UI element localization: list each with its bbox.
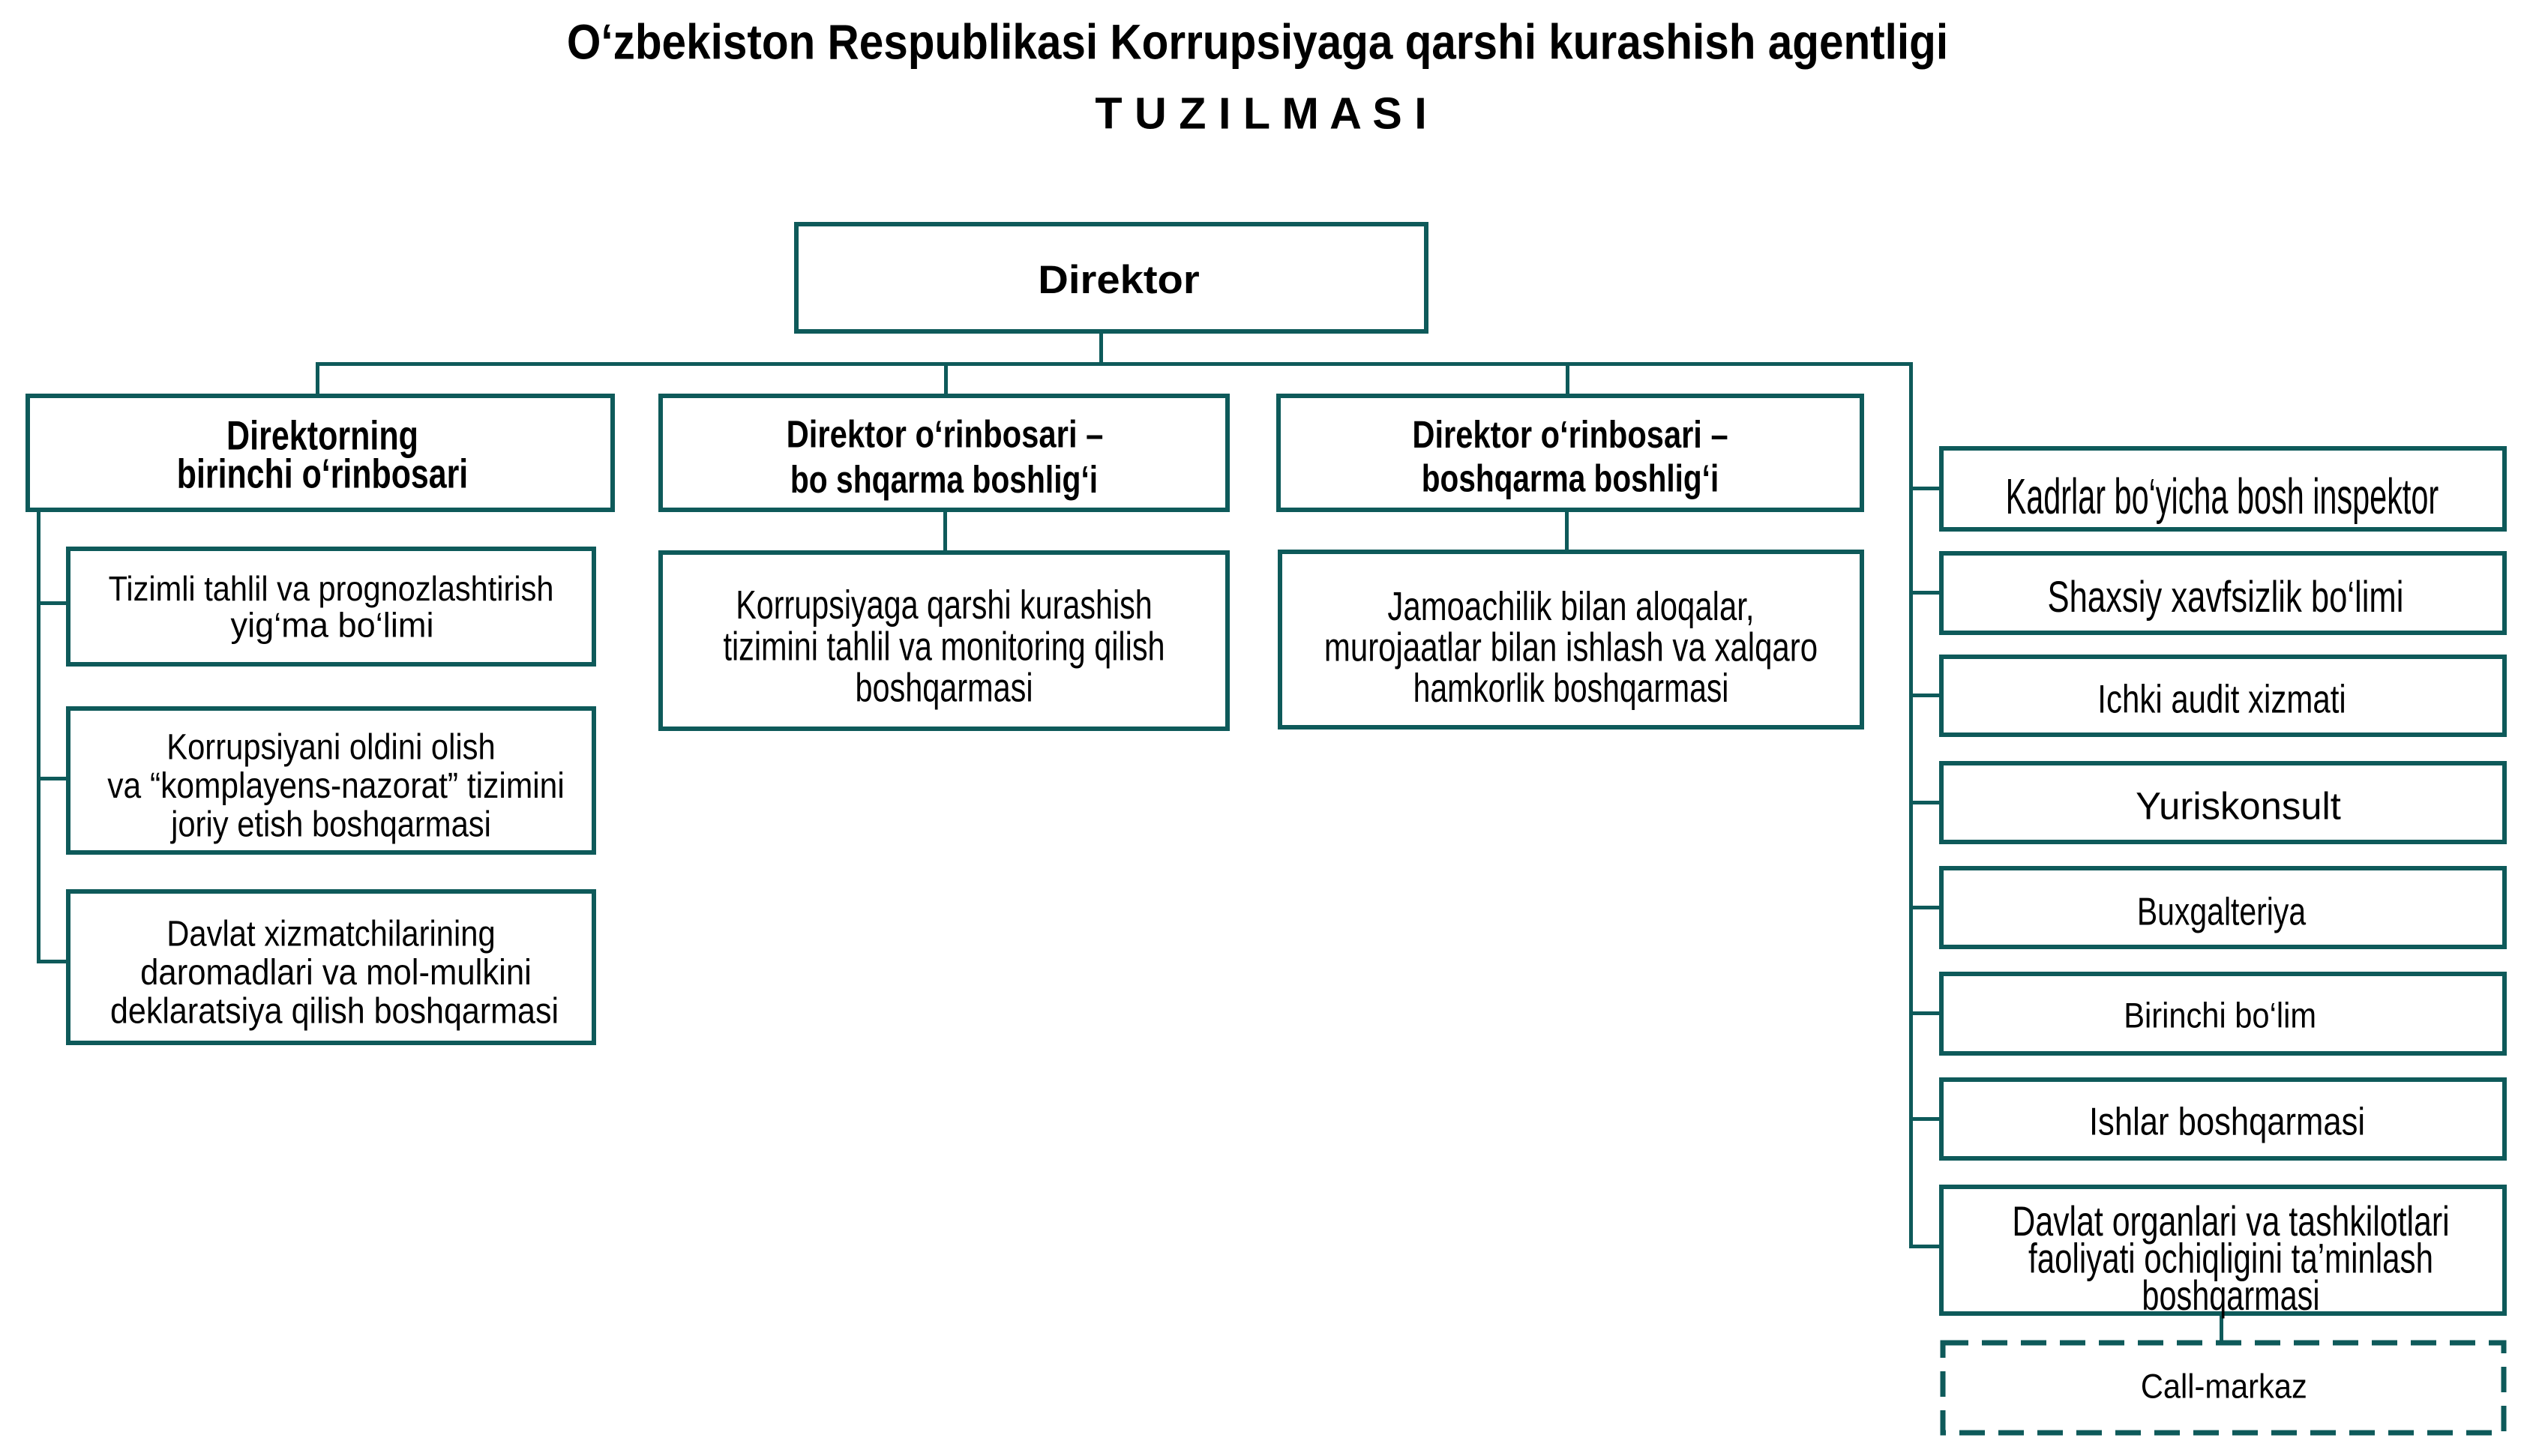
svg-text:Call-markaz: Call-markaz bbox=[2141, 1368, 2307, 1406]
svg-text:Shaxsiy xavfsizlik bo‘limi: Shaxsiy xavfsizlik bo‘limi bbox=[2048, 573, 2404, 621]
svg-text:va “komplayens-nazorat” tizimi: va “komplayens-nazorat” tizimini bbox=[107, 765, 565, 806]
svg-text:murojaatlar bilan ishlash va x: murojaatlar bilan ishlash va xalqaro bbox=[1324, 625, 1818, 670]
svg-text:Direktor o‘rinbosari –: Direktor o‘rinbosari – bbox=[1412, 413, 1728, 456]
svg-text:bo shqarma boshlig‘i: bo shqarma boshlig‘i bbox=[790, 458, 1098, 501]
svg-text:T U Z I L M A S I: T U Z I L M A S I bbox=[1095, 88, 1426, 139]
svg-text:Jamoachilik bilan aloqalar,: Jamoachilik bilan aloqalar, bbox=[1387, 584, 1754, 629]
svg-text:daromadlari va mol-mulkini: daromadlari va mol-mulkini bbox=[140, 951, 532, 992]
svg-text:Davlat xizmatchilarining: Davlat xizmatchilarining bbox=[166, 913, 495, 954]
svg-text:boshqarma boshlig‘i: boshqarma boshlig‘i bbox=[1422, 457, 1719, 500]
svg-text:Korrupsiyaga qarshi kurashish: Korrupsiyaga qarshi kurashish bbox=[736, 583, 1153, 628]
svg-text:joriy etish boshqarmasi: joriy etish boshqarmasi bbox=[169, 804, 491, 844]
svg-text:Kadrlar bo‘yicha bosh inspekto: Kadrlar bo‘yicha bosh inspektor bbox=[2006, 469, 2439, 525]
svg-text:birinchi o‘rinbosari: birinchi o‘rinbosari bbox=[177, 452, 468, 497]
svg-text:Direktorning: Direktorning bbox=[226, 414, 418, 459]
svg-text:boshqarmasi: boshqarmasi bbox=[855, 665, 1033, 711]
svg-text:Ichki audit xizmati: Ichki audit xizmati bbox=[2097, 678, 2346, 722]
svg-text:Buxgalteriya: Buxgalteriya bbox=[2137, 890, 2306, 933]
svg-text:Ishlar boshqarmasi: Ishlar boshqarmasi bbox=[2089, 1101, 2365, 1143]
svg-text:boshqarmasi: boshqarmasi bbox=[2142, 1272, 2319, 1320]
svg-text:hamkorlik boshqarmasi: hamkorlik boshqarmasi bbox=[1413, 667, 1729, 712]
svg-text:Birinchi bo‘lim: Birinchi bo‘lim bbox=[2124, 996, 2316, 1035]
svg-text:yig‘ma bo‘limi: yig‘ma bo‘limi bbox=[230, 606, 433, 644]
svg-text:Korrupsiyani oldini olish: Korrupsiyani oldini olish bbox=[166, 727, 496, 767]
svg-text:Direktor: Direktor bbox=[1038, 257, 1199, 301]
svg-text:O‘zbekiston Respublikasi Korru: O‘zbekiston Respublikasi Korrupsiyaga qa… bbox=[567, 15, 1948, 70]
svg-text:Tizimli tahlil va prognozlasht: Tizimli tahlil va prognozlashtirish bbox=[109, 570, 554, 608]
svg-text:Davlat organlari va tashkilotl: Davlat organlari va tashkilotlari bbox=[2012, 1198, 2449, 1245]
svg-text:faoliyati ochiqligini ta’minla: faoliyati ochiqligini ta’minlash bbox=[2028, 1236, 2433, 1282]
svg-text:deklaratsiya qilish boshqarmas: deklaratsiya qilish boshqarmasi bbox=[110, 990, 559, 1031]
svg-text:Yuriskonsult: Yuriskonsult bbox=[2136, 785, 2341, 828]
svg-text:Direktor o‘rinbosari –: Direktor o‘rinbosari – bbox=[787, 412, 1104, 455]
svg-text:tizimini tahlil va monitoring: tizimini tahlil va monitoring qilish bbox=[723, 624, 1165, 670]
